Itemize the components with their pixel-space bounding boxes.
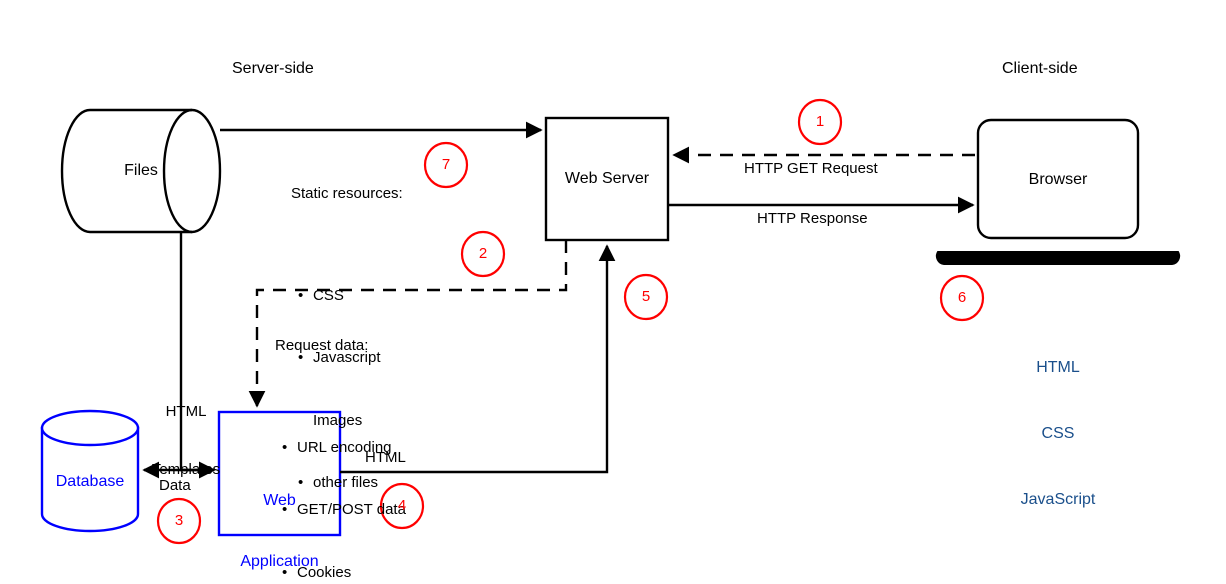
marker-label-6: 6 bbox=[957, 289, 967, 306]
client-technology-item: CSS bbox=[1041, 425, 1075, 442]
browser-node-label: Browser bbox=[1028, 171, 1088, 188]
client-technologies-list: HTML CSS JavaScript bbox=[978, 313, 1138, 555]
request-data-item: URL encoding bbox=[282, 437, 406, 459]
zone-label-server-side: Server-side bbox=[232, 60, 314, 77]
static-resources-title: Static resources: bbox=[291, 184, 403, 202]
marker-label-4: 4 bbox=[397, 497, 407, 514]
edge-label-html: HTML bbox=[365, 449, 406, 466]
marker-circle-7 bbox=[423, 141, 469, 189]
marker-label-1: 1 bbox=[815, 113, 825, 130]
edge-label-html-templates: HTML Templates bbox=[140, 364, 232, 518]
marker-label-5: 5 bbox=[641, 288, 651, 305]
marker-label-3: 3 bbox=[174, 512, 184, 529]
static-resources-block: Static resources: CSS Javascript Images … bbox=[291, 143, 403, 576]
html-templates-line2: Templates bbox=[151, 460, 221, 478]
marker-circle-6 bbox=[939, 274, 985, 322]
edge-html-to-web-server bbox=[340, 244, 616, 474]
client-technology-item: HTML bbox=[1036, 359, 1080, 376]
database-node-label: Database bbox=[55, 473, 125, 490]
browser-laptop-shape bbox=[935, 118, 1181, 265]
request-data-title: Request data: bbox=[275, 336, 369, 354]
static-resources-list: CSS Javascript Images other files bbox=[291, 244, 403, 535]
files-node-label: Files bbox=[124, 162, 158, 179]
static-resources-item: other files bbox=[298, 472, 403, 494]
web-server-node-label: Web Server bbox=[564, 170, 650, 187]
edge-request-data bbox=[248, 240, 568, 408]
edge-label-data: Data bbox=[159, 477, 191, 494]
request-data-item: GET/POST data bbox=[282, 499, 406, 521]
static-resources-item: Images bbox=[313, 411, 363, 429]
edge-label-http-get-request: HTTP GET Request bbox=[744, 160, 878, 177]
files-cylinder-shape bbox=[60, 108, 222, 234]
request-data-list: URL encoding GET/POST data Cookies bbox=[275, 396, 406, 584]
request-data-item: Cookies bbox=[282, 562, 406, 584]
web-application-label-line1: Web bbox=[263, 491, 296, 509]
edge-label-http-response: HTTP Response bbox=[757, 210, 868, 227]
client-technology-item: JavaScript bbox=[1020, 491, 1096, 508]
zone-label-client-side: Client-side bbox=[1002, 60, 1078, 77]
marker-label-2: 2 bbox=[478, 245, 488, 262]
marker-circle-2 bbox=[460, 230, 506, 278]
html-templates-line1: HTML bbox=[165, 403, 207, 421]
static-resources-item: Javascript bbox=[298, 347, 403, 369]
static-resources-item: CSS bbox=[298, 285, 403, 307]
marker-circle-1 bbox=[797, 98, 843, 146]
web-server-box-shape bbox=[544, 116, 670, 242]
database-cylinder-shape bbox=[40, 409, 140, 533]
request-data-block: Request data: URL encoding GET/POST data… bbox=[275, 295, 406, 584]
marker-circle-5 bbox=[623, 273, 669, 321]
marker-circle-3 bbox=[156, 497, 202, 545]
marker-label-7: 7 bbox=[441, 156, 451, 173]
